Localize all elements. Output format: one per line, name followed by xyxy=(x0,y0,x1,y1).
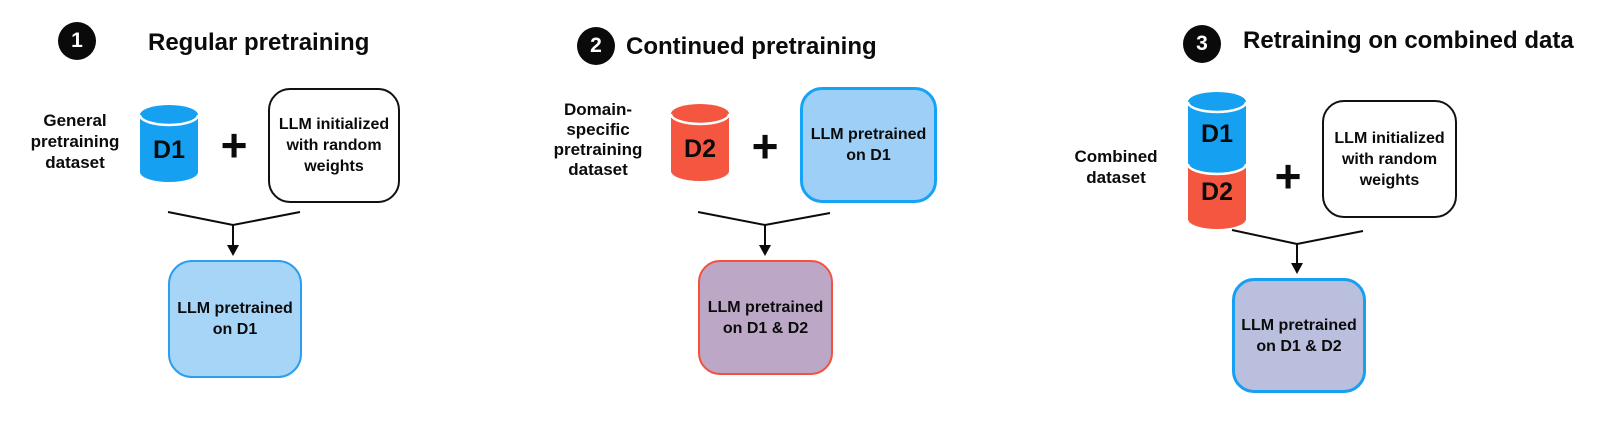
model-box-label: LLM initialized with random weights xyxy=(1334,129,1445,189)
cylinder-d2-label: D2 xyxy=(1201,178,1233,206)
model-box-label: LLM initialized with random weights xyxy=(278,116,390,175)
output-box-label: LLM pretrained on D1 & D2 xyxy=(1241,316,1357,355)
dataset-label-domain-specific: Domain- specific pretraining dataset xyxy=(553,100,643,179)
output-model-box-d1-d2: LLM pretrained on D1 & D2 xyxy=(698,260,833,375)
panel-1-title: Regular pretraining xyxy=(148,29,370,56)
step-2-badge: 2 xyxy=(577,27,615,65)
dataset-cylinder-d2-icon: D2 xyxy=(669,104,731,181)
cylinder-d2-label: D2 xyxy=(684,135,716,163)
dataset-cylinder-d1-icon: D1 xyxy=(138,105,200,182)
panel-2-title: Continued pretraining xyxy=(626,33,877,60)
dataset-label-general: General pretraining dataset xyxy=(30,111,120,172)
output-model-box-d1-d2: LLM pretrained on D1 & D2 xyxy=(1232,278,1366,393)
cylinder-d1-label: D1 xyxy=(1201,120,1233,148)
merge-arrow-icon xyxy=(1231,229,1364,274)
plus-sign: + xyxy=(220,119,248,171)
plus-sign: + xyxy=(751,120,779,172)
cylinder-d1-label: D1 xyxy=(153,136,185,164)
output-model-box-d1: LLM pretrained on D1 xyxy=(168,260,302,378)
panel-3-title: Retraining on combined data xyxy=(1243,27,1574,54)
dataset-cylinder-combined-icon: D1 D2 xyxy=(1186,92,1248,229)
plus-sign: + xyxy=(1274,150,1302,202)
dataset-label-combined: Combined dataset xyxy=(1074,147,1158,187)
model-input-box-random-init: LLM initialized with random weights xyxy=(1322,100,1457,218)
model-box-label: LLM pretrained on D1 xyxy=(810,126,927,164)
step-3-badge: 3 xyxy=(1183,25,1221,63)
model-input-box-pretrained-d1: LLM pretrained on D1 xyxy=(800,87,937,203)
merge-arrow-icon xyxy=(697,211,831,256)
model-input-box-random-init: LLM initialized with random weights xyxy=(268,88,400,203)
output-box-label: LLM pretrained on D1 xyxy=(177,300,293,338)
step-1-badge: 1 xyxy=(58,22,96,60)
merge-arrow-icon xyxy=(167,211,301,256)
output-box-label: LLM pretrained on D1 & D2 xyxy=(707,298,824,337)
